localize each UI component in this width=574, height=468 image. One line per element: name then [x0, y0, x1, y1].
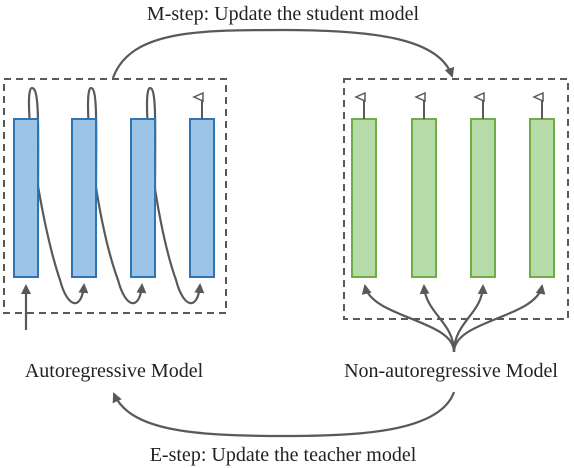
non-autoregressive-model-box: [343, 78, 569, 320]
ar-bar-3: [130, 118, 156, 278]
ar-bar-1: [13, 118, 39, 278]
e-step-arrow: [112, 391, 456, 438]
nar-bar-4: [529, 118, 555, 278]
nar-bar-1: [351, 118, 377, 278]
autoregressive-model-label: Autoregressive Model: [25, 360, 204, 382]
nar-input-arrow-1: [361, 284, 456, 353]
ar-bar-2: [71, 118, 97, 278]
nar-input-arrow-3: [452, 284, 488, 353]
nar-input-arrow-2: [419, 284, 456, 353]
nar-bar-2: [411, 118, 437, 278]
nar-input-arrow-4: [452, 284, 546, 353]
m-step-arrow: [111, 28, 455, 79]
non-autoregressive-model-label: Non-autoregressive Model: [344, 360, 558, 382]
autoregressive-model-box: [3, 78, 227, 314]
ar-bar-4: [189, 118, 215, 278]
nar-bar-3: [470, 118, 496, 278]
e-step-caption: E-step: Update the teacher model: [150, 444, 417, 466]
m-step-caption: M-step: Update the student model: [147, 3, 420, 25]
